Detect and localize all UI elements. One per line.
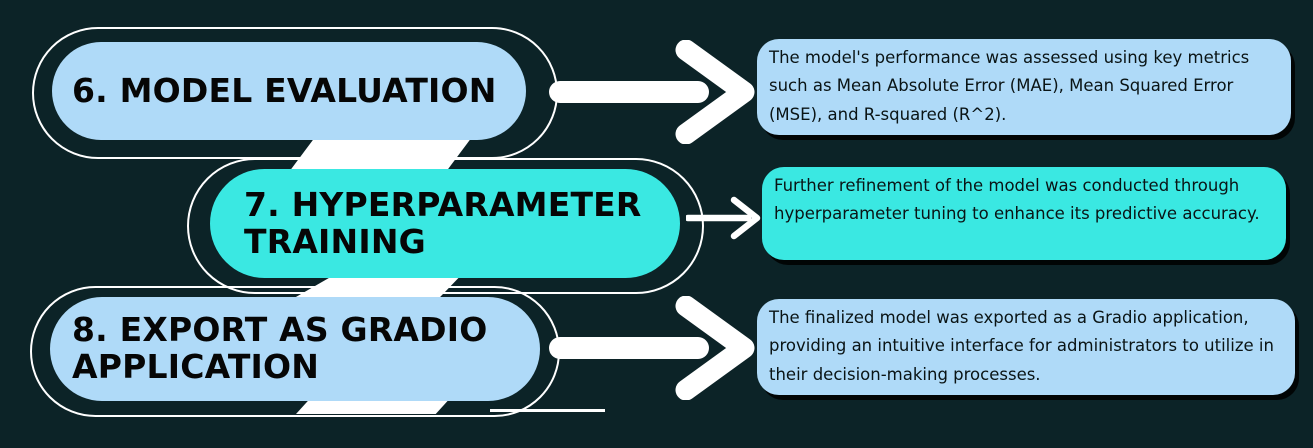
step-label: 6. MODEL EVALUATION <box>72 70 497 110</box>
step-pill-model-evaluation: 6. MODEL EVALUATION <box>52 42 526 140</box>
step-pill-hyperparameter-training: 7. HYPERPARAMETER TRAINING <box>210 169 680 278</box>
step-label: 7. HYPERPARAMETER TRAINING <box>244 184 642 261</box>
arrow-right-icon <box>548 296 763 400</box>
step-pill-export-gradio: 8. EXPORT AS GRADIO APPLICATION <box>50 297 540 401</box>
description-text: The model's performance was assessed usi… <box>769 48 1250 124</box>
description-text: Further refinement of the model was cond… <box>774 176 1260 224</box>
arrow-right-icon <box>548 40 763 144</box>
arrow-right-icon <box>686 194 764 242</box>
step-label: 8. EXPORT AS GRADIO APPLICATION <box>72 310 488 386</box>
description-box-model-evaluation: The model's performance was assessed usi… <box>757 39 1291 135</box>
description-box-hyperparameter-training: Further refinement of the model was cond… <box>762 167 1286 260</box>
description-text: The finalized model was exported as a Gr… <box>769 308 1274 384</box>
description-box-export-gradio: The finalized model was exported as a Gr… <box>757 299 1295 395</box>
decorative-line <box>490 409 605 412</box>
